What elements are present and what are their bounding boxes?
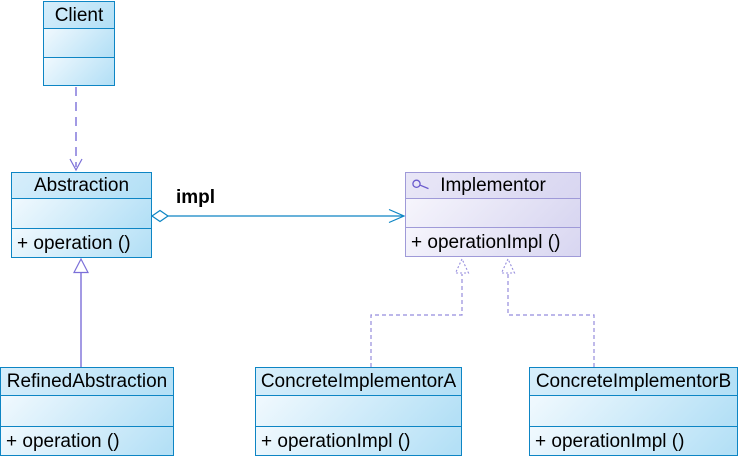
class-concreteimplementora[interactable]: ConcreteImplementorA + operationImpl () (255, 367, 462, 456)
class-client[interactable]: Client (43, 1, 115, 86)
aggregation-connector-abstraction-to-implementor[interactable] (150, 208, 406, 224)
class-title: ConcreteImplementorB (530, 368, 737, 395)
realization-arrow-concreteimplementora-to-implementor[interactable] (370, 257, 470, 367)
class-refinedabstraction[interactable]: RefinedAbstraction + operation () (0, 367, 174, 456)
operation-label: + operation () (1, 426, 173, 455)
attributes-compartment (530, 395, 737, 426)
interface-implementor[interactable]: Implementor + operationImpl () (405, 172, 581, 257)
attributes-compartment (256, 395, 461, 426)
operation-label: + operationImpl () (256, 426, 461, 455)
attributes-compartment (406, 198, 580, 227)
operations-compartment (44, 57, 114, 85)
operation-label: + operation () (12, 228, 151, 257)
dependency-arrow-client-to-abstraction[interactable] (69, 87, 83, 172)
aggregation-role-label-impl: impl (176, 187, 216, 208)
operation-label: + operationImpl () (406, 227, 580, 256)
class-abstraction[interactable]: Abstraction + operation () (11, 172, 152, 258)
generalization-arrow-refinedabstraction-to-abstraction[interactable] (73, 257, 89, 367)
attributes-compartment (1, 395, 173, 426)
interface-title: Implementor (406, 173, 580, 198)
realization-arrow-concreteimplementorb-to-implementor[interactable] (500, 257, 595, 367)
class-title: RefinedAbstraction (1, 368, 173, 395)
class-concreteimplementorb[interactable]: ConcreteImplementorB + operationImpl () (529, 367, 738, 456)
attributes-compartment (12, 198, 151, 228)
interface-title-text: Implementor (440, 175, 546, 196)
class-title: ConcreteImplementorA (256, 368, 461, 395)
interface-lollipop-icon (412, 179, 429, 190)
attributes-compartment (44, 28, 114, 57)
class-title: Client (44, 2, 114, 28)
class-title: Abstraction (12, 173, 151, 198)
operation-label: + operationImpl () (530, 426, 737, 455)
